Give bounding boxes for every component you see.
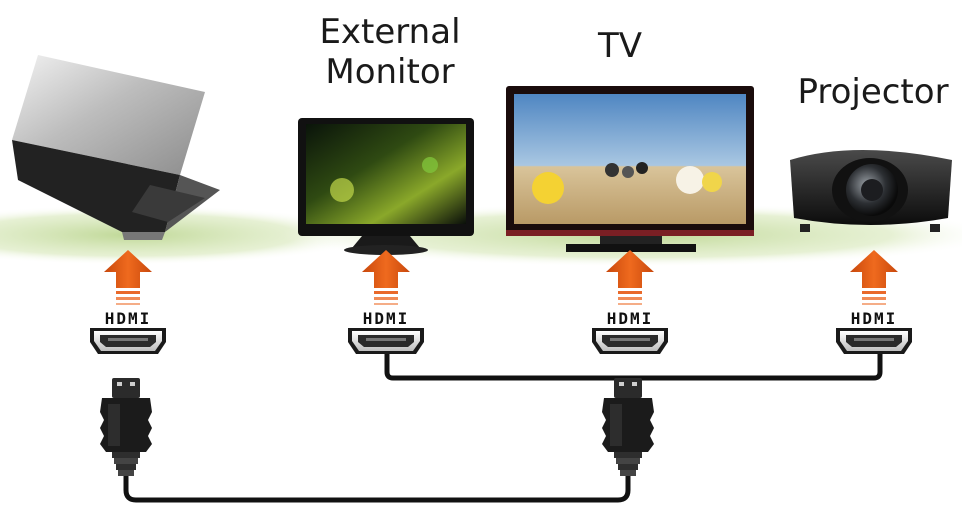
- hdmi-port-monitor: HDMI: [348, 309, 424, 354]
- hdmi-plug-icon: [100, 378, 152, 476]
- hdmi-port-icon: [592, 328, 668, 354]
- external-monitor-label: External Monitor: [300, 12, 480, 92]
- cable-bottom: [123, 470, 631, 503]
- projector-label: Projector: [797, 72, 949, 112]
- hdmi-logo: HDMI: [363, 309, 410, 328]
- tv-icon: [506, 86, 754, 252]
- hdmi-plug-icon: [602, 378, 654, 476]
- hdmi-port-icon: [90, 328, 166, 354]
- projector-icon: [790, 150, 952, 232]
- monitor-icon: [298, 118, 474, 255]
- hdmi-logo: HDMI: [851, 309, 898, 328]
- hdmi-logo: HDMI: [105, 309, 152, 328]
- ground-glow-left: [0, 205, 370, 265]
- laptop-icon: [12, 55, 220, 240]
- hdmi-port-tv: HDMI: [592, 309, 668, 354]
- hdmi-port-icon: [348, 328, 424, 354]
- external-monitor-label-line1: External: [319, 12, 461, 52]
- hdmi-port-laptop: HDMI: [90, 309, 166, 354]
- tv-label: TV: [597, 26, 643, 66]
- hdmi-port-icon: [836, 328, 912, 354]
- hdmi-logo: HDMI: [607, 309, 654, 328]
- hdmi-port-projector: HDMI: [836, 309, 912, 354]
- external-monitor-label-line2: Monitor: [325, 52, 455, 92]
